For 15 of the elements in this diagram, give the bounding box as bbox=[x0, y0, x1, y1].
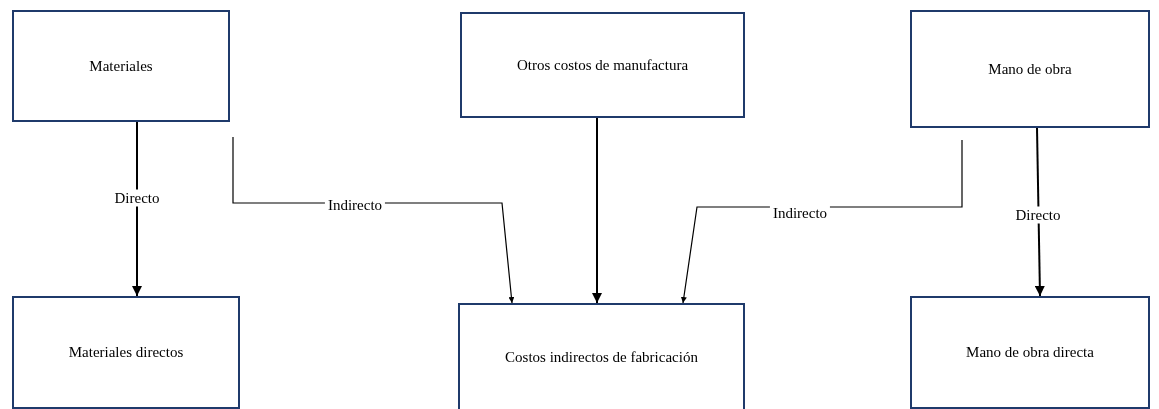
process-box bbox=[12, 296, 240, 409]
process-box bbox=[460, 12, 745, 118]
arrow bbox=[1034, 127, 1045, 297]
process-box bbox=[910, 10, 1150, 128]
process-box bbox=[12, 10, 230, 122]
box-label: Materiales directos bbox=[68, 344, 184, 361]
process-box bbox=[458, 303, 745, 409]
box-label: Materiales bbox=[89, 57, 153, 75]
box-label: Mano de obra directa bbox=[966, 344, 1094, 361]
box-label: Mano de obra bbox=[988, 60, 1072, 78]
arrow bbox=[592, 117, 602, 304]
arrow bbox=[132, 121, 142, 297]
box-label: Otros costos de manufactura bbox=[516, 56, 689, 74]
process-box bbox=[910, 296, 1150, 409]
box-label: Costos indirectos de fabricación bbox=[505, 348, 698, 366]
